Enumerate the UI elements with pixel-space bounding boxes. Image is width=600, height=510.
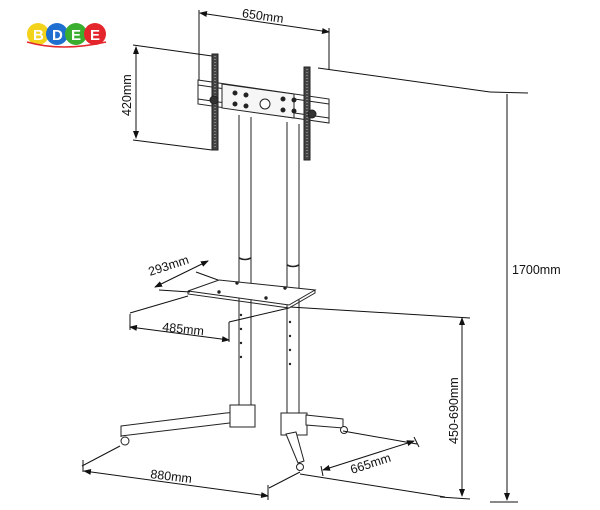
mount-height-dimension [132, 44, 213, 151]
base-width-label: 880mm [150, 467, 193, 486]
stand-poles [238, 115, 300, 418]
mount-width-label: 650mm [241, 6, 284, 26]
logo-circle-e1 [65, 23, 87, 45]
shelf-depth-label: 293mm [147, 253, 191, 279]
stand-base [120, 404, 348, 471]
total-height-dimension [317, 67, 529, 503]
mount-width-dimension [198, 10, 330, 82]
total-height-label: 1700mm [512, 263, 561, 277]
shelf-height-dimension [289, 306, 471, 500]
logo-letter-e1: E [71, 27, 81, 44]
shelf-depth-dimension [154, 260, 219, 293]
base-width-dimension [81, 445, 301, 500]
pole-holes [239, 313, 292, 366]
shelf-height-label: 450-690mm [447, 377, 461, 444]
mount-height-label: 420mm [120, 74, 134, 116]
base-depth-dimension [299, 430, 446, 498]
logo-letter-d: D [52, 27, 63, 44]
logo-circle-b [27, 23, 49, 45]
tv-mount-bracket [197, 53, 330, 161]
shelf-width-dimension [129, 295, 290, 343]
logo-circle-e2 [84, 23, 106, 45]
logo-letter-e2: E [90, 27, 100, 44]
shelf-width-label: 485mm [162, 320, 205, 338]
brand-logo: B D E E [26, 23, 107, 48]
logo-circle-d [46, 23, 68, 45]
logo-letter-b: B [33, 27, 44, 44]
